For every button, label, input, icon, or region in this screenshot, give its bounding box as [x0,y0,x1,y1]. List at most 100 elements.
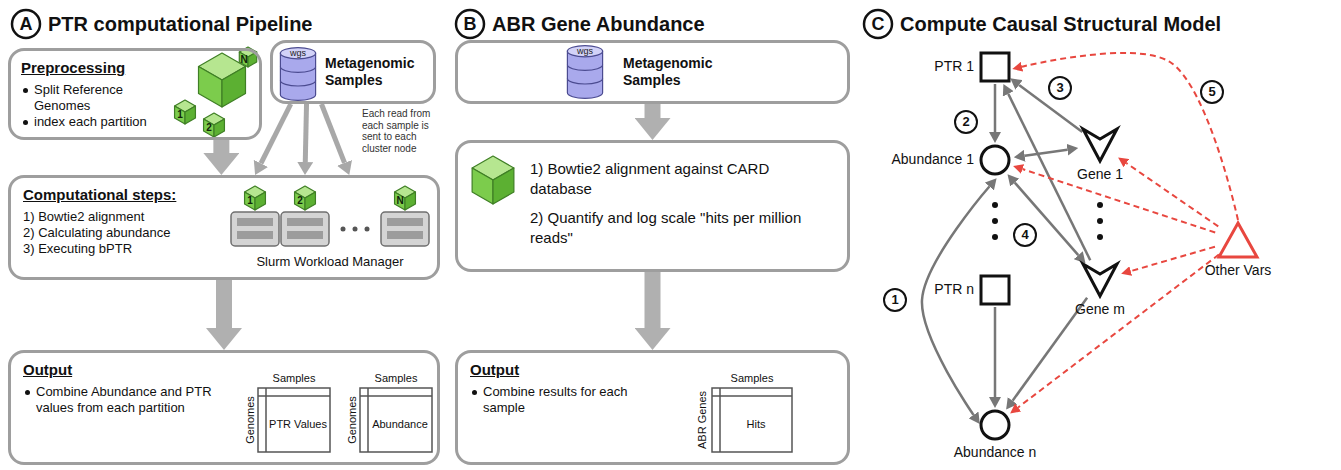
matrix-table [258,388,330,452]
box-text: 1) Bowtie2 alignment [23,209,233,225]
letter-circle [864,10,892,38]
cluster-label: Slurm Workload Manager [256,255,403,270]
letter-circle [456,10,484,38]
abundance-node: Abundance n [978,408,1012,442]
matrix-table [712,388,792,452]
process-box: 1) Bowtie2 alignment against CARD databa… [455,140,850,272]
reference-genome-cubes [175,47,257,137]
flow-arrow [645,104,661,118]
ellipsis-dot [341,227,346,232]
database-icon [280,48,315,101]
partition-cube [245,186,266,210]
text-column: OutputCombine results for each sample [470,361,670,416]
circle-outline [981,411,1009,439]
matrix-grid [360,388,432,452]
panel-letter: C [872,14,885,35]
ellipsis-dot [1097,218,1103,224]
node-label: Gene 1 [1077,167,1123,182]
box-text: Metagenomic Samples [325,55,427,89]
ellipsis-dot [992,218,998,224]
box-heading: Computational steps: [23,186,233,205]
panel-letter-circles [12,10,892,38]
callout-number: 4 [1021,228,1028,243]
matrix-label: Hits [747,418,766,431]
box-heading: Output [470,361,670,380]
server-icon [231,212,279,246]
causal-arrow [922,186,989,415]
node-label: Abundance 1 [891,152,974,167]
circle-outline [981,146,1009,174]
confounder-arrow [1022,53,1238,220]
axis-label: Genomes [346,396,359,444]
flow-arrow [261,104,291,163]
box-heading: Preprocessing [21,59,166,78]
node-label: PTR 1 [934,59,974,74]
ellipsis-dot [353,227,358,232]
ellipsis-dot [992,202,998,208]
box-text: Combine results for each sample [470,384,670,417]
ptr-node: PTR n [978,273,1012,307]
box-text: Combine Abundance and PTR values from ea… [23,384,213,417]
cube-number: 1 [247,195,253,207]
cube-number: N [240,54,247,66]
confounder-node: Other Vars [1216,220,1260,260]
panel-title: PTR computational Pipeline [48,13,312,36]
note-text: Each read from each sample is sent to ea… [362,108,440,154]
card-database-cube [472,156,514,204]
causal-arrow [994,307,997,397]
flow-arrow [321,104,344,163]
callout-circle [1014,224,1036,246]
text-column: 1) Bowtie2 alignment against CARD databa… [530,159,830,247]
square-outline [981,276,1009,304]
panel-letter: A [20,14,33,35]
callout-number: 2 [962,115,969,130]
node-shape [978,273,1012,307]
node-label: Gene m [1075,302,1125,317]
text-column: Metagenomic Samples [623,55,753,89]
panel-letter: B [464,14,477,35]
chevron-outline [1083,129,1117,161]
causal-arrow [1015,183,1079,256]
callout-number: 1 [891,293,898,308]
callout-circles [884,77,1223,311]
cube-number: 2 [297,195,303,207]
abundance-node: Abundance 1 [978,143,1012,177]
panel-title: Compute Causal Structural Model [900,13,1221,36]
output-box: OutputCombine results for each sample [455,350,850,465]
ellipsis-dot [992,234,998,240]
flow-arrow [216,280,232,328]
flow-arrow [305,104,306,162]
matrix-grid [712,388,792,452]
axis-label: Samples [375,372,418,385]
icon-label: wgs [290,48,306,58]
node-label: PTR n [934,282,974,297]
ellipsis-dot [1097,202,1103,208]
cube-number: N [396,195,403,207]
box-text: 1) Bowtie2 alignment against CARD databa… [530,159,830,198]
gene-node: Gene m [1080,261,1120,299]
node-label: Other Vars [1205,263,1272,278]
data-source-box: Metagenomic Samples [455,40,850,104]
text-column: OutputCombine Abundance and PTR values f… [23,361,213,416]
callout-circle [955,111,977,133]
gene-node: Gene 1 [1080,126,1120,164]
box-text: 2) Calculating abundance [23,225,233,241]
panel-title: ABR Gene Abundance [492,13,705,36]
triangle-outline [1219,223,1257,257]
letter-circle [12,10,40,38]
matrix-table [360,388,432,452]
box-text: Metagenomic Samples [623,55,753,89]
node-shape [1216,220,1260,260]
matrix-label: Abundance [372,418,428,431]
chevron-outline [1083,264,1117,296]
axis-label: Samples [731,372,774,385]
process-box: PreprocessingSplit Reference Genomesinde… [8,48,262,140]
server-icon [381,212,429,246]
partition-cube [175,100,196,124]
box-heading: Output [23,361,213,380]
callout-circle [1201,81,1223,103]
callout-circle [1049,77,1071,99]
partition-cube [204,113,225,137]
box-text: index each partition [21,114,166,130]
